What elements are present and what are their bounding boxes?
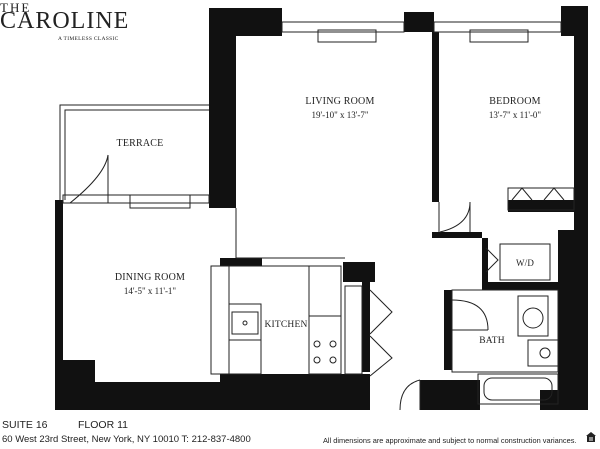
suite-label: SUITE 16: [2, 419, 48, 431]
floor-label: FLOOR 11: [78, 419, 128, 431]
logo: THE CAROLINE A TIMELESS CLASSIC: [0, 0, 150, 48]
plan-lines: [59, 21, 575, 411]
dining-room-dims: 14'-5" x 11'-1": [123, 286, 177, 296]
washer-dryer-label: W/D: [515, 258, 535, 268]
bedroom-name: BEDROOM: [489, 96, 541, 107]
bedroom-dims: 13'-7" x 11'-0": [488, 110, 542, 120]
bath-name: BATH: [479, 336, 505, 346]
logo-name: CAROLINE: [0, 8, 130, 34]
terrace-name: TERRACE: [116, 138, 164, 149]
living-room-name: LIVING ROOM: [305, 96, 375, 107]
logo-the: THE: [0, 0, 32, 15]
address-line: 60 West 23rd Street, New York, NY 10010 …: [2, 434, 251, 445]
equal-housing-icon: [586, 432, 596, 442]
disclaimer: All dimensions are approximate and subje…: [323, 436, 577, 445]
plan-walls: [55, 6, 588, 410]
dining-room-name: DINING ROOM: [114, 272, 186, 283]
logo-tagline: A TIMELESS CLASSIC: [58, 36, 119, 42]
kitchen-name: KITCHEN: [264, 320, 308, 330]
living-room-dims: 19'-10" x 13'-7": [311, 110, 369, 120]
